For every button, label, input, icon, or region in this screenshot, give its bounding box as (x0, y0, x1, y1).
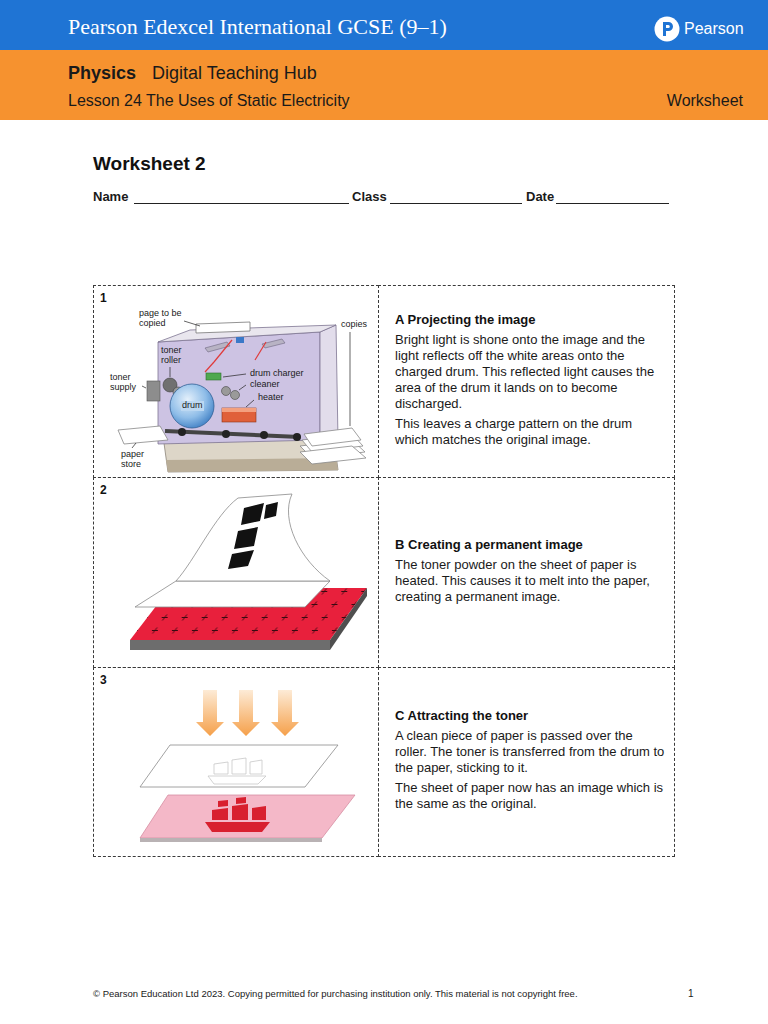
step-cell: A Projecting the imageBright light is sh… (378, 285, 675, 478)
photocopier-illustration (206, 373, 221, 380)
leader-line (223, 374, 246, 377)
light-transfer-illustration (208, 776, 266, 784)
photocopier-illustration (118, 322, 366, 472)
step-text: The sheet of paper now has an image whic… (395, 780, 665, 812)
write-in-line (134, 203, 349, 204)
field-label: Date (526, 190, 554, 204)
write-in-line (556, 203, 669, 204)
header-band: Pearson Edexcel International GCSE (9–1)… (0, 0, 768, 50)
photocopier-illustration (304, 428, 361, 446)
photocopier-illustration (255, 342, 266, 360)
sheet-type: Worksheet (667, 93, 743, 109)
logo-text: Pearson (684, 21, 744, 37)
photocopier-illustration (214, 340, 232, 362)
step-heading: A Projecting the image (395, 312, 665, 328)
charged-plate-illustration (130, 494, 367, 650)
photocopier-illustration (300, 446, 366, 464)
leader-line (132, 443, 136, 448)
pearson-logo (663, 22, 673, 36)
light-transfer-illustration (232, 690, 260, 736)
leader-line (184, 321, 200, 326)
photocopier-illustration (170, 384, 214, 428)
light-transfer-illustration (214, 758, 262, 774)
part-label: cleaner (249, 380, 281, 390)
part-label: toner roller (160, 346, 194, 365)
step-text: The toner powder on the sheet of paper i… (395, 557, 665, 605)
photocopier-illustration (118, 426, 168, 444)
photocopier-illustration (222, 430, 230, 438)
series-title: Pearson Edexcel International GCSE (9–1) (68, 16, 447, 38)
leader-line (170, 367, 171, 377)
light-transfer-illustration (140, 838, 322, 842)
step-cell: C Attracting the toner A clean piece of p… (378, 667, 675, 857)
number-cell: 3 (93, 667, 379, 857)
step-heading: C Attracting the toner (395, 708, 665, 724)
leader-line (239, 385, 246, 390)
charged-plate-illustration (330, 588, 367, 650)
light-transfer-illustration (140, 795, 355, 838)
subject-name: Physics (68, 64, 136, 82)
step-text: A clean piece of paper is passed over th… (395, 728, 665, 776)
photocopier-illustration (222, 408, 256, 422)
worksheet-title: Worksheet 2 (93, 154, 206, 173)
step-text: Bright light is shone onto the image and… (395, 332, 665, 412)
field-label: Class (352, 190, 387, 204)
part-label: heater (257, 393, 285, 403)
part-label: page to be copied (139, 309, 191, 328)
field-label: Name (93, 190, 128, 204)
write-in-line (390, 203, 522, 204)
part-label: paper store (121, 450, 153, 469)
photocopier-illustration (222, 408, 256, 412)
light-transfer-illustration (140, 745, 338, 787)
leader-line (246, 400, 254, 407)
leader-line (142, 386, 146, 388)
charged-plate-illustration (130, 640, 330, 650)
photocopier-illustration (293, 433, 301, 441)
pearson-logo (655, 17, 680, 42)
step-cell: B Creating a permanent imageThe toner po… (378, 477, 675, 668)
hub-name: Digital Teaching Hub (152, 64, 317, 82)
photocopier-illustration (196, 322, 250, 333)
page-number: 1 (688, 989, 694, 999)
step-heading: B Creating a permanent image (395, 537, 665, 553)
photocopier-illustration (236, 337, 244, 343)
leader-line (132, 321, 350, 448)
part-label: drum charger (249, 369, 305, 379)
leader-line (350, 332, 351, 426)
photocopier-illustration (158, 332, 320, 444)
charged-plate-illustration (228, 502, 278, 569)
pearson-logo (653, 15, 681, 43)
callout-number: 1 (100, 291, 371, 305)
light-transfer-illustration (205, 797, 270, 832)
copyright-note: © Pearson Education Ltd 2023. Copying pe… (93, 989, 578, 999)
charged-plate-illustration (176, 494, 330, 581)
light-transfer-illustration (140, 690, 355, 842)
part-label: toner supply (110, 373, 142, 392)
photocopier-illustration (222, 387, 231, 396)
light-transfer-illustration (271, 690, 299, 736)
subject-band: Physics Digital Teaching HubLesson 24 The… (0, 50, 768, 120)
part-label: drum (181, 401, 204, 411)
photocopier-illustration (231, 391, 240, 400)
charged-plate-illustration (135, 581, 330, 607)
lesson-title: Lesson 24 The Uses of Static Electricity (68, 93, 350, 109)
photocopier-illustration (260, 431, 268, 439)
part-label: copies (341, 320, 367, 330)
light-transfer-illustration (208, 758, 266, 784)
photocopier-illustration (320, 325, 338, 446)
callout-number: 3 (100, 673, 371, 687)
callout-number: 2 (100, 483, 371, 497)
step-text: This leaves a charge pattern on the drum… (395, 416, 665, 448)
write-in-line (134, 203, 669, 204)
light-transfer-illustration (196, 690, 224, 736)
photocopier-illustration (205, 362, 214, 372)
number-cell: 2 (93, 477, 379, 668)
photocopier-illustration (147, 381, 160, 401)
photocopier-illustration (178, 428, 186, 436)
